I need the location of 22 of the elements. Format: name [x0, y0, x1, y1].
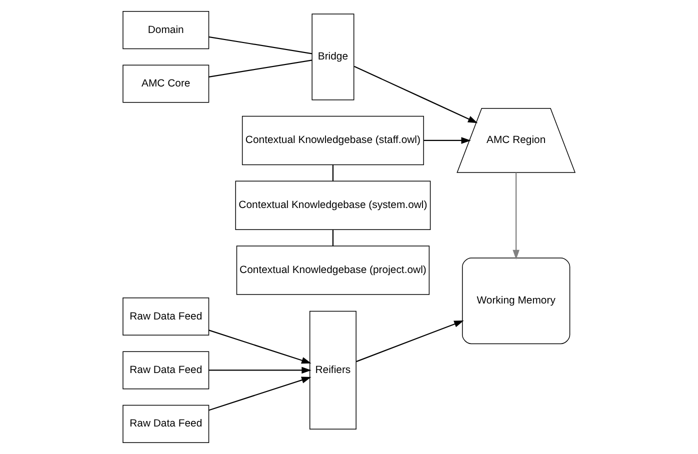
node-box: Raw Data Feed [122, 298, 210, 336]
connector [208, 60, 312, 78]
connector [332, 230, 334, 246]
node-box: Contextual Knowledgebase (system.owl) [235, 180, 431, 230]
node-box: Working Memory [462, 258, 570, 344]
node-box: Raw Data Feed [122, 404, 210, 443]
connector [208, 36, 312, 54]
connector [332, 164, 334, 182]
node-box: Reifiers [309, 310, 356, 430]
arrow [208, 330, 312, 364]
node-box: AMC Core [122, 64, 210, 103]
node-box: Domain [122, 11, 210, 50]
node-box: Contextual Knowledgebase (staff.owl) [242, 116, 424, 166]
node-box: Bridge [312, 14, 354, 100]
arrow [356, 320, 464, 362]
node-box: Raw Data Feed [122, 351, 210, 390]
arrow [424, 137, 471, 144]
arrow [354, 66, 478, 124]
arrow [512, 172, 520, 260]
node-box: Contextual Knowledgebase (project.owl) [236, 246, 430, 295]
arrow [208, 366, 312, 374]
arrow [208, 376, 312, 411]
